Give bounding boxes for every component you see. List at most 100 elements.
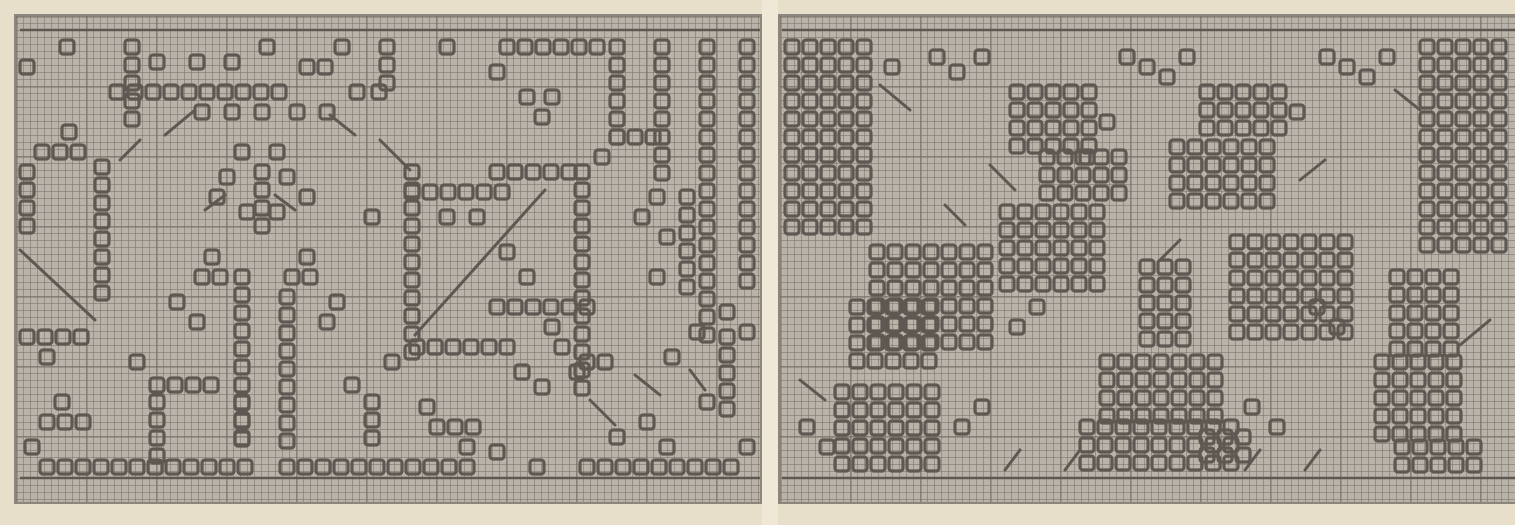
stitch-cell	[125, 112, 139, 126]
stitch-cell	[405, 201, 419, 215]
stitch-cell	[280, 416, 294, 430]
stitch-cell	[1338, 271, 1352, 285]
stitch-cell	[1426, 306, 1440, 320]
stitch-cell	[906, 245, 920, 259]
stitch-cell	[213, 270, 227, 284]
stitch-cell	[280, 460, 294, 474]
stitch-cell	[1158, 296, 1172, 310]
stitch-cell	[1456, 76, 1470, 90]
stitch-cell	[1112, 186, 1126, 200]
stitch-cell	[235, 145, 249, 159]
stitch-cell	[1438, 76, 1452, 90]
stitch-cell	[190, 55, 204, 69]
stitch-cell	[1180, 50, 1194, 64]
stitch-cell	[1152, 456, 1166, 470]
stitch-cell	[1200, 85, 1214, 99]
stitch-cell	[1340, 60, 1354, 74]
stitch-cell	[871, 421, 885, 435]
stitch-cell	[1375, 355, 1389, 369]
stitch-cell	[1266, 235, 1280, 249]
stitch-cell	[885, 60, 899, 74]
stitch-cell	[1134, 438, 1148, 452]
stitch-cell	[853, 439, 867, 453]
stitch-cell	[740, 58, 754, 72]
stitch-cell	[925, 385, 939, 399]
stitch-cell	[240, 205, 254, 219]
stitch-cell	[464, 340, 478, 354]
stitch-cell	[700, 220, 714, 234]
stitch-cell	[1492, 112, 1506, 126]
stitch-cell	[680, 262, 694, 276]
stitch-cell	[785, 220, 799, 234]
stitch-cell	[839, 94, 853, 108]
stitch-cell	[544, 300, 558, 314]
stitch-cell	[700, 202, 714, 216]
stitch-cell	[1390, 270, 1404, 284]
stitch-cell	[655, 166, 669, 180]
stitch-cell	[1160, 70, 1174, 84]
stitch-cell	[1456, 184, 1470, 198]
stitch-cell	[1411, 373, 1425, 387]
stitch-cell	[1046, 103, 1060, 117]
stitch-cell	[839, 76, 853, 90]
stitch-cell	[1188, 140, 1202, 154]
stitch-cell	[1190, 391, 1204, 405]
stitch-cell	[1140, 296, 1154, 310]
stitch-cell	[655, 40, 669, 54]
stitch-cell	[388, 460, 402, 474]
stitch-cell	[254, 85, 268, 99]
stitch-cell	[1224, 158, 1238, 172]
stitch-cell	[1046, 121, 1060, 135]
stitch-cell	[1492, 94, 1506, 108]
stitch-cell	[857, 40, 871, 54]
stitch-cell	[1438, 148, 1452, 162]
stitch-cell	[853, 403, 867, 417]
stitch-cell	[1429, 409, 1443, 423]
stitch-cell	[270, 145, 284, 159]
stitch-cell	[477, 185, 491, 199]
stitch-cell	[1100, 115, 1114, 129]
stitch-cell	[870, 245, 884, 259]
stitch-cell	[978, 317, 992, 331]
stitch-cell	[1492, 58, 1506, 72]
stitch-cell	[1302, 325, 1316, 339]
stitch-cell	[40, 460, 54, 474]
stitch-cell	[500, 245, 514, 259]
stitch-cell	[76, 460, 90, 474]
stitch-cell	[740, 40, 754, 54]
stitch-cell	[1474, 94, 1488, 108]
stitch-cell	[850, 300, 864, 314]
stitch-cell	[975, 50, 989, 64]
stitch-cell	[428, 340, 442, 354]
stitch-cell	[1290, 105, 1304, 119]
stitch-cell	[365, 395, 379, 409]
stitch-cell	[740, 325, 754, 339]
stitch-cell	[1064, 121, 1078, 135]
stitch-cell	[1492, 184, 1506, 198]
stitch-cell	[1474, 202, 1488, 216]
stitch-cell	[1158, 260, 1172, 274]
stitch-cell	[1474, 184, 1488, 198]
stitch-cell	[650, 190, 664, 204]
stitch-cell	[168, 378, 182, 392]
stitch-cell	[700, 274, 714, 288]
stitch-cell	[1492, 76, 1506, 90]
stitch-cell	[1426, 324, 1440, 338]
stitch-cell	[1046, 85, 1060, 99]
stitch-cell	[1000, 223, 1014, 237]
stitch-cell	[1467, 440, 1481, 454]
stitch-cell	[1447, 409, 1461, 423]
stitch-cell	[405, 237, 419, 251]
stitch-cell	[785, 76, 799, 90]
stitch-cell	[482, 340, 496, 354]
stitch-cell	[785, 148, 799, 162]
stitch-cell	[1492, 220, 1506, 234]
stitch-cell	[821, 76, 835, 90]
stitch-cell	[235, 342, 249, 356]
stitch-cell	[1444, 306, 1458, 320]
stitch-cell	[1284, 289, 1298, 303]
stitch-cell	[1248, 307, 1262, 321]
stitch-cell	[1429, 391, 1443, 405]
stitch-cell	[942, 263, 956, 277]
